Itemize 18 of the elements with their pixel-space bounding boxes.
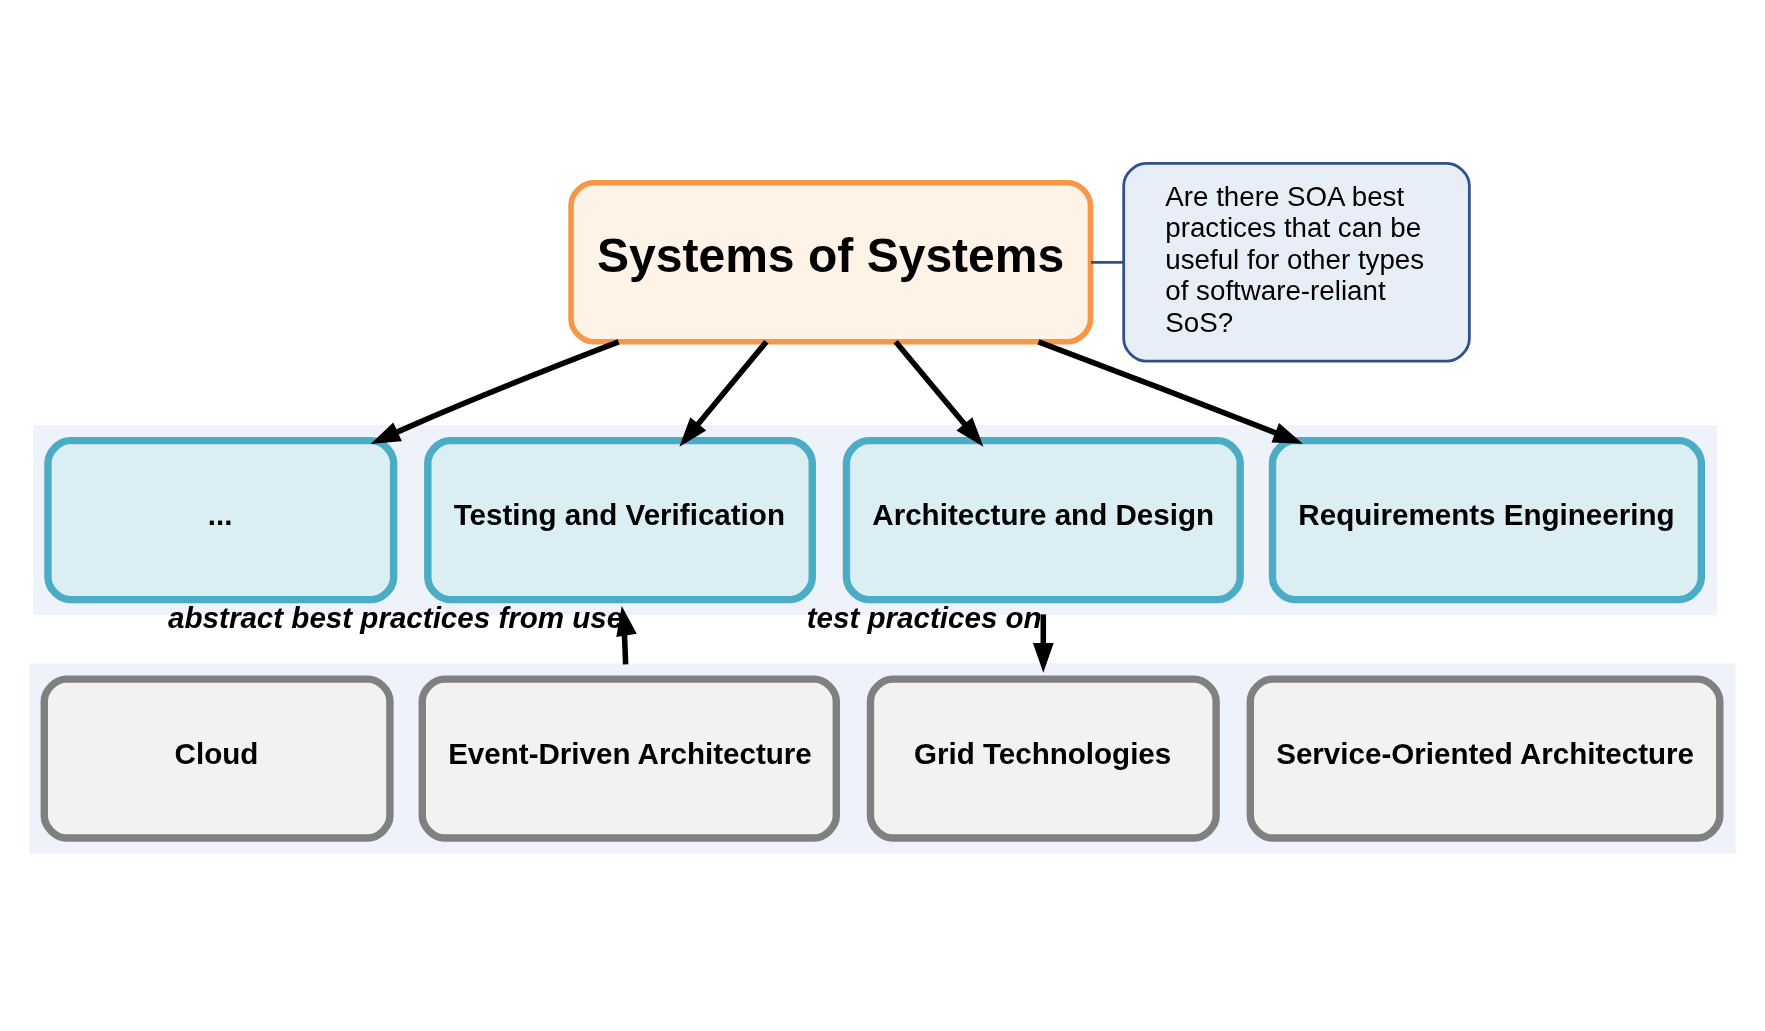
node-box: Architecture and Design: [842, 436, 1244, 604]
cluster: [29, 663, 1736, 854]
arrow: [370, 339, 620, 445]
node-box: Testing and Verification: [424, 436, 816, 604]
arrow: [1032, 614, 1054, 673]
arrow: [679, 340, 769, 447]
node-box: Grid Technologies: [866, 675, 1220, 842]
arrow: [1037, 339, 1303, 444]
connector: [1090, 260, 1124, 264]
node-box: Are there SOA best practices that can be useful for other types of software-reliant SoS?: [1122, 162, 1471, 363]
node-box: Cloud: [40, 675, 394, 842]
node-box: Requirements Engineering: [1268, 436, 1705, 604]
arrow: [893, 340, 984, 447]
arrow: [616, 606, 637, 665]
node-box: Service-Oriented Architecture: [1246, 675, 1724, 842]
node-box: ...: [44, 436, 398, 604]
node-box: Event-Driven Architecture: [418, 675, 840, 842]
node-box: Systems of Systems: [568, 180, 1094, 345]
